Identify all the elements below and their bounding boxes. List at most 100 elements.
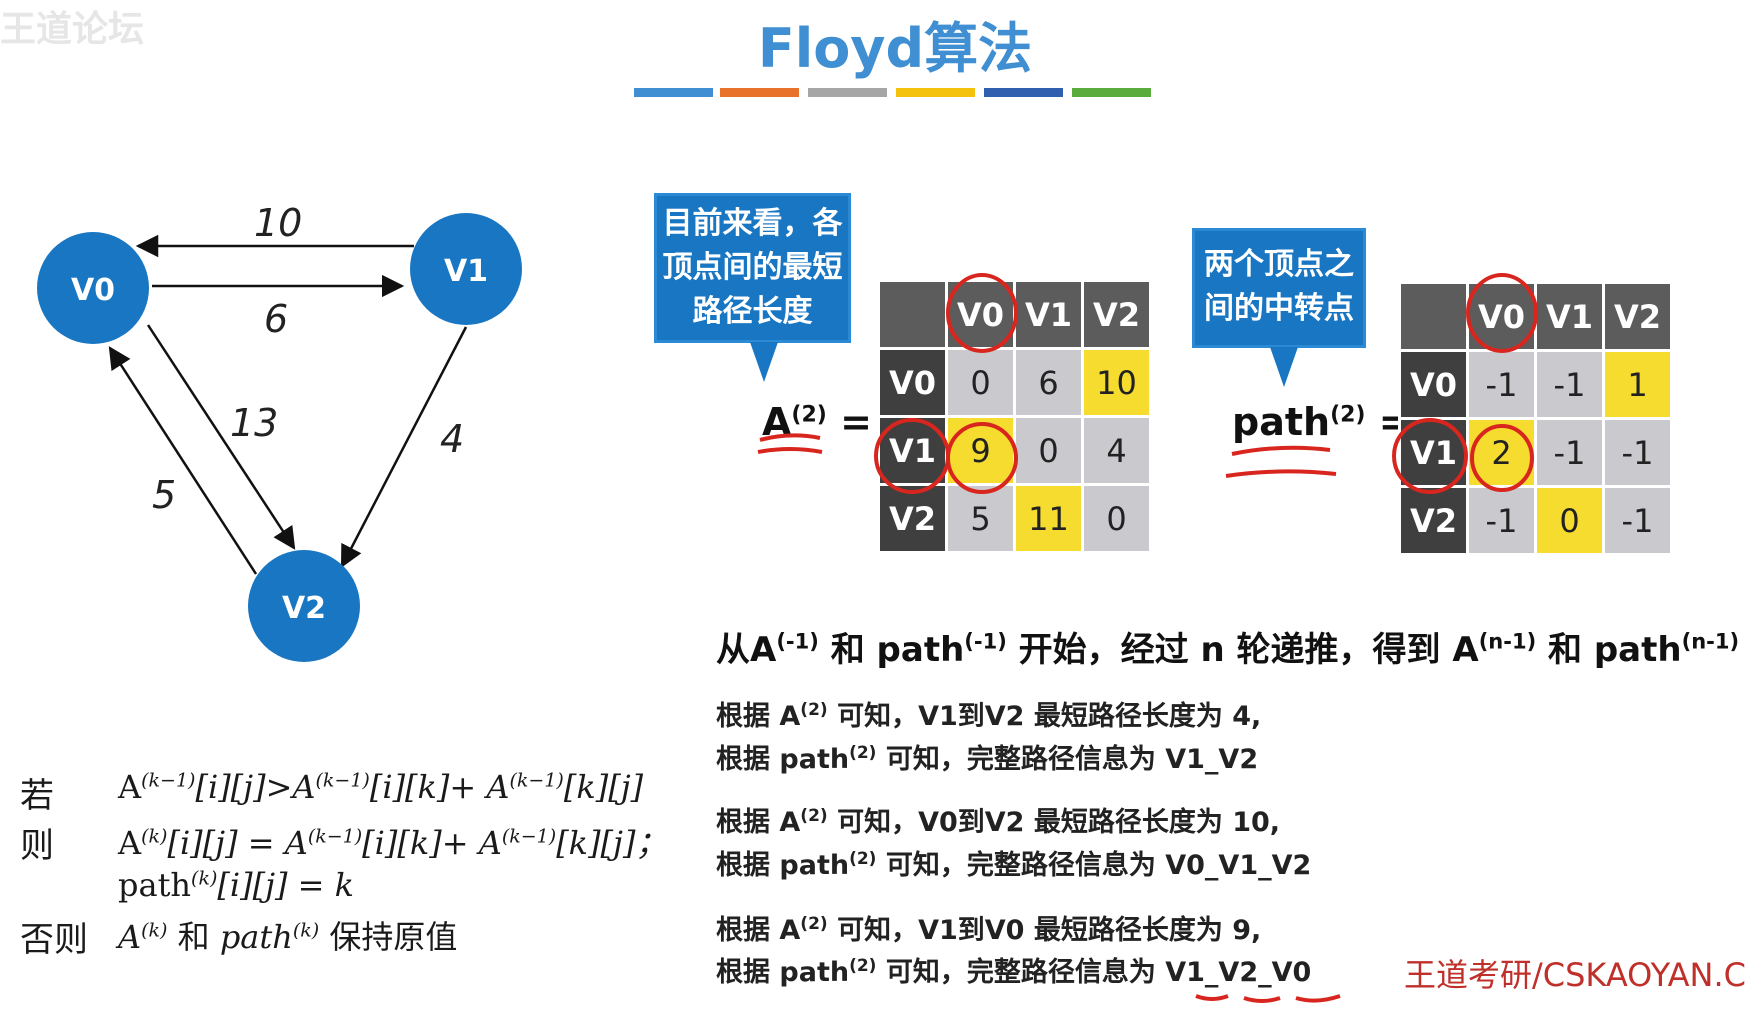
result-text: 根据 path — [716, 957, 850, 988]
rule-sup: (k) — [191, 867, 218, 890]
node-label-v1: V1 — [444, 254, 488, 289]
rule-text: [k][j]； — [556, 824, 668, 862]
matrix-a-label: A(2) = — [762, 400, 872, 444]
matrix-path-cell: -1 — [1602, 417, 1673, 488]
result-text: 可知，V1到V0 最短路径长度为 9, — [827, 915, 1262, 946]
matrix-path-col-header: V0 — [1466, 281, 1537, 352]
matrix-path-label: path(2) = — [1232, 400, 1411, 444]
edge-v0-v2 — [146, 324, 296, 550]
matrix-path-name: path — [1232, 400, 1331, 444]
matrix-path-row-header: V0 — [1398, 349, 1469, 420]
rule-else-label: 否则 — [20, 920, 88, 960]
matrix-a-cell: 0 — [945, 347, 1016, 418]
result-3-distance: 根据 A(2) 可知，V1到V0 最短路径长度为 9, — [716, 908, 1261, 947]
matrix-path-cell: -1 — [1602, 485, 1673, 556]
edge-weight-v0-v1: 6 — [264, 297, 288, 341]
rule-sup: (k) — [141, 825, 168, 848]
edge-weight-v2-v0: 5 — [152, 473, 176, 517]
rule-then-path: path(k)[i][j] = k — [118, 866, 354, 904]
matrix-a-col-header: V0 — [945, 279, 1016, 350]
result-text: 可知，完整路径信息为 V1_V2_V0 — [876, 957, 1312, 988]
matrix-path-cell: -1 — [1534, 417, 1605, 488]
result-sup: (2) — [849, 956, 877, 976]
rule-condition: A(k−1)[i][j]>A(k−1)[i][k]+ A(k−1)[k][j] — [118, 768, 643, 806]
color-bar-4 — [896, 88, 975, 97]
summary-sup: (n-1) — [1478, 629, 1537, 654]
matrix-a-cell: 0 — [1081, 483, 1152, 554]
callout-distance-line-2: 顶点间的最短 — [662, 250, 843, 285]
rule-text: [i][j]>A — [195, 768, 316, 806]
edge-weight-v1-v0: 10 — [254, 201, 302, 245]
matrix-a-cell: 6 — [1013, 347, 1084, 418]
matrix-path-cell: -1 — [1466, 349, 1537, 420]
matrix-a-corner — [877, 279, 948, 350]
watermark: 王道考研/CSKAOYAN.C — [1403, 956, 1746, 994]
matrix-a-name: A — [762, 400, 792, 444]
rule-then-label: 则 — [20, 826, 54, 866]
matrix-path-cell: 2 — [1466, 417, 1537, 488]
callout-path-tail — [1270, 347, 1298, 387]
result-text: 根据 A — [716, 807, 801, 838]
callout-path-line-1: 两个顶点之 — [1204, 247, 1354, 282]
edge-v2-v0 — [108, 346, 258, 575]
result-sup: (2) — [800, 806, 828, 826]
result-sup: (2) — [800, 914, 828, 934]
matrix-path-row-header: V1 — [1398, 417, 1469, 488]
result-text: 根据 path — [716, 744, 850, 775]
rule-sup: (k) — [292, 919, 320, 942]
result-text: 根据 path — [716, 850, 850, 881]
color-bar-5 — [984, 88, 1063, 97]
rule-if-label: 若 — [20, 776, 54, 816]
summary-text: 开始，经过 n 轮递推，得到 A — [1006, 630, 1479, 670]
result-text: 可知，V1到V2 最短路径长度为 4, — [827, 701, 1262, 732]
result-1-path: 根据 path(2) 可知，完整路径信息为 V1_V2 — [716, 737, 1258, 776]
matrix-path-col-header: V2 — [1602, 281, 1673, 352]
node-v1 — [410, 213, 522, 325]
rule-else: A(k) 和 path(k) 保持原值 — [118, 912, 457, 958]
matrix-a-cell: 9 — [945, 415, 1016, 486]
rule-text: 和 — [167, 918, 220, 956]
matrix-path-row-header: V2 — [1398, 485, 1469, 556]
callout-distance-tail — [750, 342, 778, 382]
rule-sup: (k−1) — [501, 825, 557, 848]
result-1-distance: 根据 A(2) 可知，V1到V2 最短路径长度为 4, — [716, 694, 1261, 733]
matrix-path-cell: -1 — [1466, 485, 1537, 556]
matrix-a: V0 V1 V2 V0 0 6 10 V1 9 0 4 V2 5 11 0 — [877, 279, 1152, 554]
matrix-path-cell: 0 — [1534, 485, 1605, 556]
ink-underline-path — [1225, 445, 1337, 478]
result-text: 可知，V0到V2 最短路径长度为 10, — [827, 807, 1281, 838]
rule-then-dist: A(k)[i][j] = A(k−1)[i][k]+ A(k−1)[k][j]； — [118, 818, 667, 864]
result-3-path: 根据 path(2) 可知，完整路径信息为 V1_V2_V0 — [716, 950, 1311, 989]
rule-text: [i][j] = k — [217, 866, 355, 904]
summary-sup: (n-1) — [1681, 629, 1740, 654]
matrix-a-cell: 0 — [1013, 415, 1084, 486]
rule-sup: (k−1) — [141, 769, 196, 792]
rule-text: path — [118, 866, 192, 904]
page-title: Floyd算法 — [757, 17, 1033, 80]
callout-path: 两个顶点之 间的中转点 — [1192, 228, 1366, 348]
summary-sup: (-1) — [776, 629, 819, 654]
graph-diagram: 10 6 13 4 5 V0 V1 V2 — [37, 201, 522, 662]
rule-text: [i][k]+ A — [369, 768, 510, 806]
result-sup: (2) — [800, 700, 828, 720]
rule-text: [i][k]+ A — [362, 824, 502, 862]
result-sup: (2) — [849, 743, 877, 763]
summary-text: 和 path — [818, 630, 965, 670]
rule-sup: (k−1) — [509, 769, 564, 792]
edge-weight-v0-v2: 13 — [230, 401, 278, 445]
matrix-a-row-header: V1 — [877, 415, 948, 486]
callout-distance-line-1: 目前来看，各 — [662, 206, 843, 241]
matrix-path-corner — [1398, 281, 1469, 352]
rule-sup: (k) — [141, 919, 168, 942]
summary-sup: (-1) — [964, 629, 1007, 654]
rule-text: path — [219, 918, 293, 956]
matrix-path-col-header: V1 — [1534, 281, 1605, 352]
result-2-distance: 根据 A(2) 可知，V0到V2 最短路径长度为 10, — [716, 800, 1280, 839]
edge-v1-v2 — [340, 326, 468, 568]
result-text: 可知，完整路径信息为 V0_V1_V2 — [876, 850, 1312, 881]
color-bar-2 — [720, 88, 799, 97]
matrix-a-row-header: V2 — [877, 483, 948, 554]
node-v0 — [37, 232, 149, 344]
rule-text: A — [118, 918, 142, 956]
result-sup: (2) — [849, 849, 877, 869]
